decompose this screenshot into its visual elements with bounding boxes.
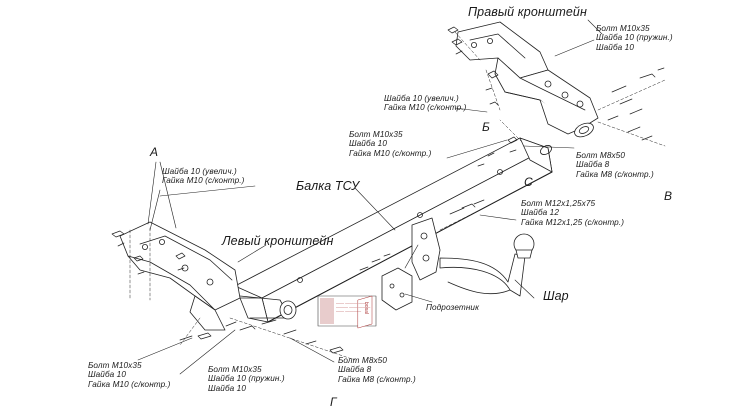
decal-brand: bosal (362, 302, 369, 314)
socket-plate-label: Подрозетник (426, 303, 480, 312)
right-bracket-drawing (455, 21, 599, 138)
beam-drawing (234, 137, 553, 323)
callout-a-washer: Шайба 10 (увелич.)Гайка М10 (с/контр.) (162, 167, 245, 186)
letter-b: Б (482, 120, 490, 134)
letter-g: Г (330, 395, 337, 409)
decal-lines: —— ——— —— ——— —— ——— —— ———— (336, 300, 371, 313)
ball-mount-drawing (381, 217, 535, 311)
letter-a: А (150, 145, 159, 159)
left-bracket-label: Левый кронштейн (222, 234, 334, 248)
letter-v: В (664, 189, 673, 203)
hardware-drawing (111, 26, 666, 361)
decal-plate (317, 295, 377, 329)
letter-c: С (524, 175, 533, 189)
right-bracket-label: Правый кронштейн (468, 5, 587, 19)
leader-lines (137, 19, 603, 375)
callout-b-washer: Шайба 10 (увелич.)Гайка М10 (с/контр.) (384, 94, 467, 113)
beam-label: Балка ТСУ (296, 179, 360, 193)
ball-label: Шар (543, 289, 569, 303)
